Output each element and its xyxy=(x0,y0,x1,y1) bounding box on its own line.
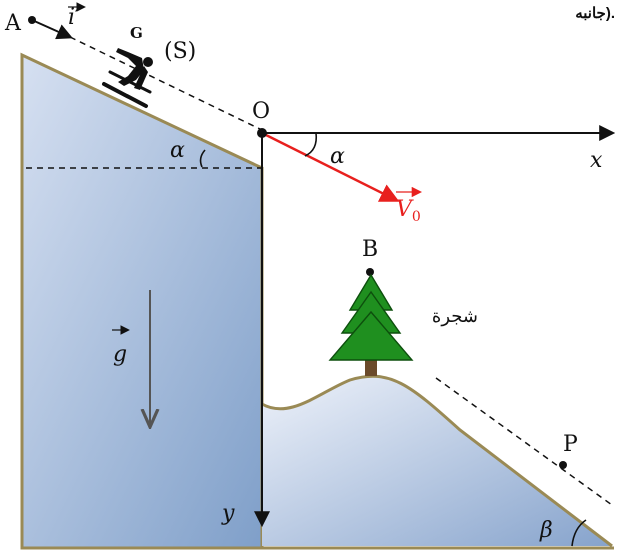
tree-label: شجرة xyxy=(432,306,478,327)
right-ground-edge xyxy=(261,374,613,548)
i-prime-label: i′ xyxy=(68,5,80,30)
dashed-slope-line-top xyxy=(69,36,263,131)
velocity-vector-v0 xyxy=(261,131,400,202)
pine-tree-icon xyxy=(328,273,414,376)
x-axis-label: x xyxy=(590,148,603,173)
unit-vector-i-prime xyxy=(31,19,73,40)
skier-silhouette-icon xyxy=(102,48,153,108)
v0-label: V0 xyxy=(396,197,421,225)
v0-subscript: 0 xyxy=(412,209,421,225)
point-o-label: O xyxy=(252,99,270,124)
point-b-dot xyxy=(366,268,374,276)
point-a-dot xyxy=(28,16,36,24)
skier-label: (S) xyxy=(164,39,196,64)
center-of-mass-label: G xyxy=(130,24,143,42)
right-ground-with-hill xyxy=(262,376,612,546)
alpha-left-label: α xyxy=(170,138,185,163)
gravity-label: g xyxy=(113,342,127,367)
angle-arc-beta xyxy=(571,519,587,547)
y-axis-label: y xyxy=(221,501,235,526)
point-p-dot xyxy=(559,461,567,469)
beta-label: β xyxy=(539,518,553,543)
point-a-label: A xyxy=(4,11,22,36)
angle-arc-alpha-right xyxy=(304,132,318,157)
left-slope-block xyxy=(20,52,264,550)
point-p-label: P xyxy=(563,432,578,457)
header-text-fragment: جانبه). xyxy=(575,5,615,22)
point-b-label: B xyxy=(362,237,378,262)
alpha-right-label: α xyxy=(330,144,345,169)
dashed-slope-line-bottom xyxy=(435,377,613,506)
point-o-dot xyxy=(257,128,267,138)
angle-arc-alpha-left xyxy=(199,149,206,168)
